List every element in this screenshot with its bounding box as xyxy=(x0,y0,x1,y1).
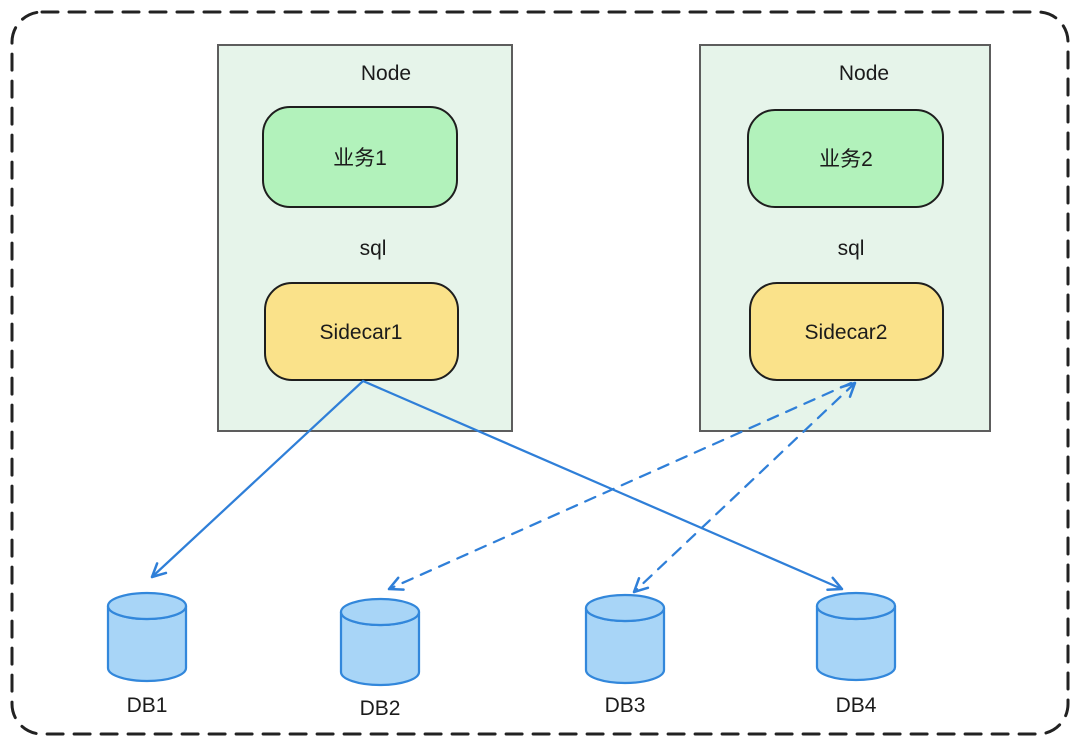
service-1-label: 业务1 xyxy=(333,147,387,170)
sql-label-1: sql xyxy=(360,237,387,260)
sidecar-2-label: Sidecar2 xyxy=(805,321,888,344)
service-2-box xyxy=(747,109,944,208)
node-1-group: Node 业务1 sql Sidecar1 xyxy=(217,44,513,432)
sidecar-1-label: Sidecar1 xyxy=(320,321,403,344)
outer-dashed-border xyxy=(10,10,1070,736)
db-4-group: DB4 xyxy=(815,591,897,717)
db-3-label: DB3 xyxy=(605,694,646,717)
db-4-cylinder-top xyxy=(815,591,897,621)
node-2-group: Node 业务2 sql Sidecar2 xyxy=(699,44,991,432)
connection-sidecar2-db3 xyxy=(632,381,857,594)
db-1-cylinder-top xyxy=(106,591,188,621)
db-1-label: DB1 xyxy=(127,694,168,717)
db-4-label: DB4 xyxy=(836,694,877,717)
service-2-label: 业务2 xyxy=(819,148,873,171)
db-1-group: DB1 xyxy=(106,591,188,717)
service-1-box xyxy=(262,106,458,208)
sql-label-2: sql xyxy=(838,237,865,260)
sidecar-2-box xyxy=(749,282,944,381)
connection-sidecar1-db1 xyxy=(150,379,365,579)
sidecar-1-box xyxy=(264,282,459,381)
db-2-cylinder-top xyxy=(339,597,421,627)
db-2-label: DB2 xyxy=(360,697,401,720)
db-3-group: DB3 xyxy=(584,593,666,717)
node-2-title: Node xyxy=(839,62,889,85)
db-2-group: DB2 xyxy=(339,597,421,720)
db-3-cylinder-top xyxy=(584,593,666,623)
node-1-title: Node xyxy=(361,62,411,85)
